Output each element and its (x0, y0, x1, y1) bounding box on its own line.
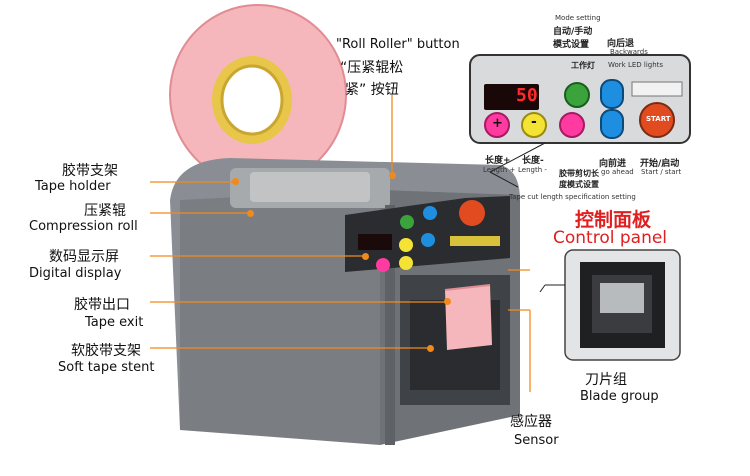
start-cn: 开始/启动 (640, 159, 680, 169)
callout-dot-roll-roller (389, 172, 396, 179)
length-plus-cn: 长度+ (485, 156, 511, 166)
blade-group-label-en: Blade group (580, 389, 659, 404)
soft-stent-label-en: Soft tape stent (58, 360, 155, 375)
length-plus-en: Length + (483, 166, 516, 174)
control-panel-title-en: Control panel (553, 228, 668, 248)
length-minus-cn: 长度- (522, 156, 544, 166)
mode-setting-en: Mode setting (555, 14, 601, 22)
digital-display-label-en: Digital display (29, 266, 122, 281)
tape-holder-label-cn: 胶带支架 (62, 163, 118, 179)
go-ahead-cn: 向前进 (599, 159, 627, 169)
callout-dot-compression (247, 210, 254, 217)
start-button[interactable]: START (646, 115, 671, 123)
sensor-label-en: Sensor (514, 433, 559, 448)
callout-lines (150, 95, 531, 392)
control-panel-title-cn: 控制面板 (575, 209, 652, 231)
length-minus-en: Length - (518, 166, 547, 174)
compression-roll-label-cn: 压紧辊 (84, 203, 126, 219)
blade-group-label-cn: 刀片组 (585, 372, 627, 388)
control-panel-box (469, 54, 691, 144)
cut-setting-en: Tape cut length specification setting (509, 193, 636, 201)
sensor-label-cn: 感应器 (510, 414, 552, 430)
tape-exit-label-en: Tape exit (85, 315, 144, 330)
cut-setting-cn-2: 度模式设置 (559, 180, 599, 189)
tape-exit-label-cn: 胶带出口 (74, 297, 130, 313)
digital-display-label-cn: 数码显示屏 (49, 249, 119, 265)
callout-dot-tape-exit (444, 298, 451, 305)
roll-roller-label-cn-1: “压紧辊松 (340, 60, 404, 76)
length-plus-button[interactable]: + (492, 116, 503, 131)
backwards-cn: 向后退 (607, 39, 635, 49)
mode-setting-cn-2: 模式设置 (553, 40, 590, 50)
work-led-en: Work LED lights (608, 61, 664, 69)
callout-dot-tape-holder (232, 178, 239, 185)
roll-roller-label-cn-2: 紧” 按钮 (345, 82, 399, 98)
length-minus-button[interactable]: - (531, 114, 537, 130)
blade-group-inset (564, 249, 681, 361)
panel-display: 50 (516, 85, 538, 106)
callout-dot-digital (362, 253, 369, 260)
roll-roller-label-en: "Roll Roller" button (336, 37, 460, 52)
cut-setting-cn-1: 胶带剪切长 (559, 169, 599, 178)
callout-dot-soft-stent (427, 345, 434, 352)
tape-exit-slot (400, 275, 510, 405)
panel-pointer (489, 142, 565, 293)
backwards-en: Backwards (610, 48, 648, 56)
soft-stent-label-cn: 软胶带支架 (71, 343, 141, 359)
work-led-cn: 工作灯 (571, 61, 595, 70)
machine-front-panel (345, 196, 510, 272)
go-ahead-en: go ahead (601, 168, 634, 176)
tape-roll (169, 4, 347, 186)
mode-setting-cn-1: 自动/手动 (553, 27, 593, 37)
start-en: Start / start (641, 168, 682, 176)
tape-holder-label-en: Tape holder (35, 179, 111, 194)
compression-roll-label-en: Compression roll (29, 219, 138, 234)
